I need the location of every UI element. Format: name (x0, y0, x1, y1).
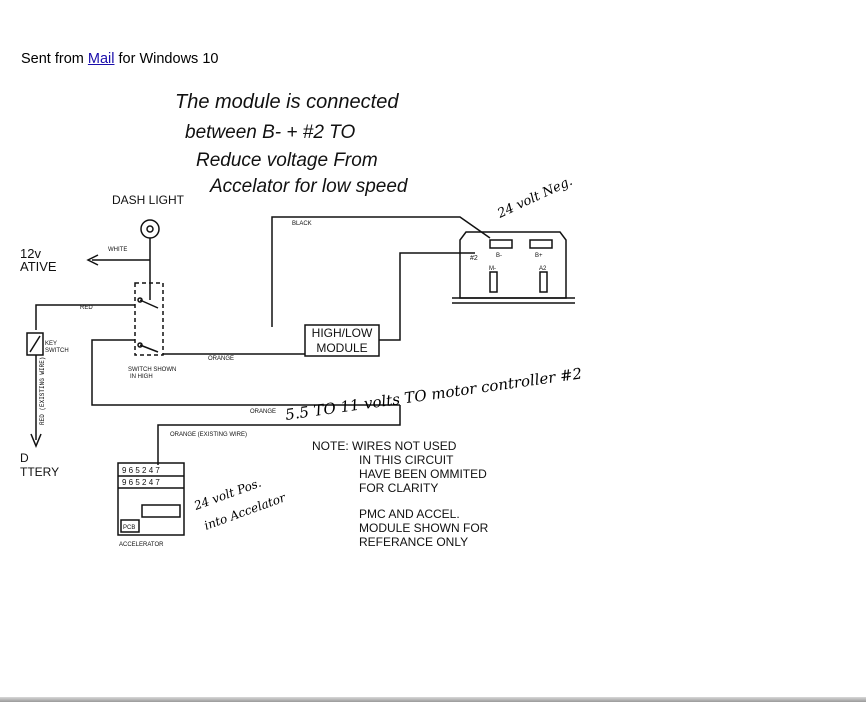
red-wire-label: RED (80, 305, 93, 311)
terminal-b-plus: B+ (535, 253, 543, 259)
note-line-3: HAVE BEEN OMMITED (359, 467, 487, 481)
orange-wire-label-2: ORANGE (250, 409, 276, 415)
neg-24v-label: 24 volt Neg. (494, 174, 575, 222)
controller-side-label: #2 (470, 255, 478, 262)
accelerator-box (117, 462, 185, 536)
handwritten-line-4: Accelator for low speed (209, 176, 409, 197)
in-high-label: IN HIGH (130, 374, 153, 380)
pmc-line-2: MODULE SHOWN FOR (359, 521, 489, 535)
note-line-4: FOR CLARITY (359, 481, 438, 495)
switch-shown-label: SWITCH SHOWN (128, 367, 176, 373)
accelerator-label: ACCELERATOR (119, 542, 164, 548)
note-line-1: NOTE: WIRES NOT USED (312, 439, 457, 453)
battery-top-label: D (20, 451, 29, 465)
negative-label: ATIVE (20, 259, 57, 274)
terminal-a2: A2 (539, 266, 547, 272)
orange-wire-label: ORANGE (208, 356, 234, 362)
terminal-b-minus: B- (496, 253, 502, 259)
black-wire-label: BLACK (292, 221, 312, 227)
sent-prefix: Sent from (21, 51, 88, 67)
module-title: HIGH/LOW (312, 326, 373, 340)
pmc-line-3: REFERANCE ONLY (359, 535, 468, 549)
motor-controller-box (459, 231, 567, 299)
v12-label: 12v (20, 246, 41, 261)
accel-pins: 9 6 5 2 4 7 (122, 466, 160, 475)
accel-pins-2: 9 6 5 2 4 7 (122, 478, 160, 487)
note-line-2: IN THIS CIRCUIT (359, 453, 454, 467)
switch-label: SWITCH (45, 348, 69, 354)
key-label: KEY (45, 341, 57, 347)
mail-link[interactable]: Mail (87, 51, 115, 67)
handwritten-line-2: between B- + #2 TO (185, 122, 355, 143)
window-bottom-edge (0, 697, 866, 702)
motor-controller-label: 5.5 TO 11 volts TO motor controller #2 (284, 364, 583, 424)
white-wire-label: WHITE (108, 247, 127, 253)
battery-label: TTERY (20, 465, 59, 479)
sent-suffix: for Windows 10 (114, 51, 219, 67)
sent-from-line: Sent from Mail for Windows 10 (21, 51, 218, 67)
handwritten-line-1: The module is connected (175, 91, 399, 113)
dash-light-label: DASH LIGHT (112, 193, 185, 207)
pmc-line-1: PMC AND ACCEL. (359, 507, 460, 521)
handwritten-line-3: Reduce voltage From (196, 150, 378, 171)
dash-light-bulb-icon (140, 219, 160, 239)
orange-existing-label: ORANGE (EXISTING WIRE) (170, 432, 247, 438)
module-subtitle: MODULE (316, 341, 367, 355)
red-existing-wire-label: RED (EXISTING WIRE) (39, 357, 46, 425)
terminal-m-minus: M- (489, 266, 496, 272)
accel-pcb: PCB (123, 525, 135, 531)
